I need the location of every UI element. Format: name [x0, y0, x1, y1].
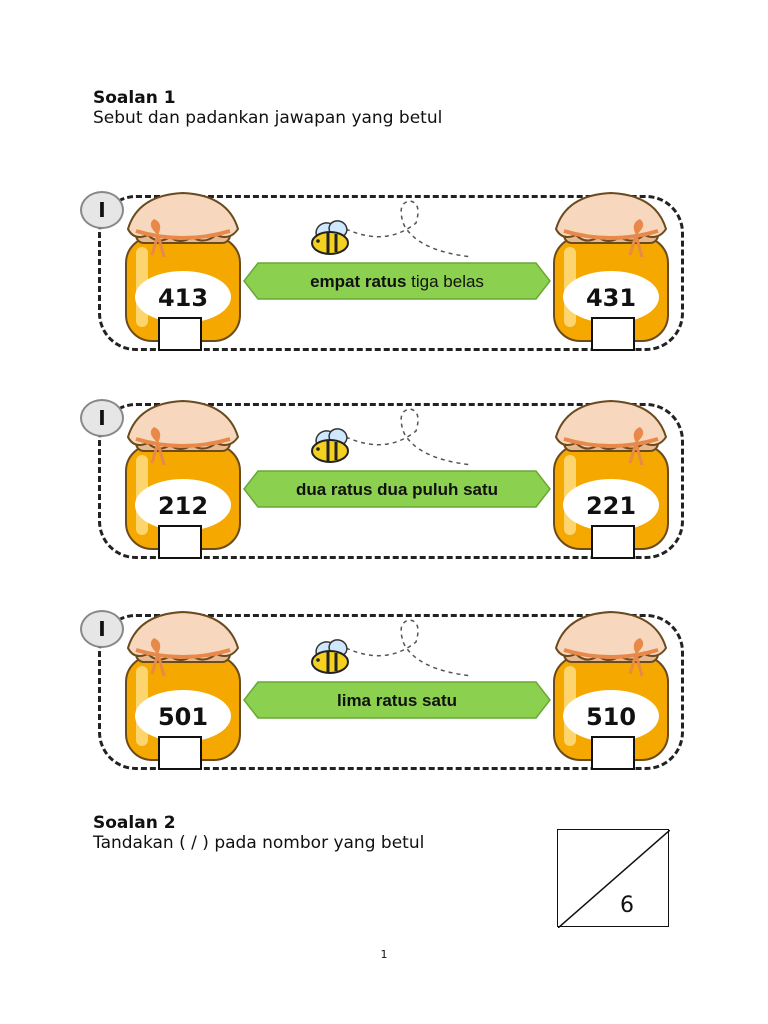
score-divider [558, 830, 670, 928]
right-number: 221 [586, 492, 636, 520]
bee-icon [311, 619, 473, 677]
question2-instruction: Tandakan ( / ) pada nombor yang betul [93, 833, 425, 853]
answer-box-left[interactable] [158, 736, 202, 770]
match-row: I 212 221 [80, 389, 690, 559]
jar-label-left: 413 [135, 271, 231, 323]
question1-instruction: Sebut dan padankan jawapan yang betul [93, 108, 443, 128]
dashed-border [98, 614, 684, 770]
right-number: 510 [586, 703, 636, 731]
row-marker-label: I [98, 406, 106, 430]
match-row: I 413 431 [80, 181, 690, 351]
phrase-bold-text: lima ratus satu [337, 691, 457, 710]
score-box: 6 [557, 829, 670, 928]
phrase-arrow: lima ratus satu [243, 681, 551, 719]
left-number: 501 [158, 703, 208, 731]
jar-label-left: 501 [135, 690, 231, 742]
phrase-arrow: empat ratus tiga belas [243, 262, 551, 300]
jar-label-right: 221 [563, 479, 659, 531]
score-total: 6 [620, 893, 634, 918]
right-number: 431 [586, 284, 636, 312]
answer-box-right[interactable] [591, 525, 635, 559]
answer-box-left[interactable] [158, 317, 202, 351]
answer-box-left[interactable] [158, 525, 202, 559]
bee-icon [311, 200, 473, 258]
row-marker-label: I [98, 617, 106, 641]
answer-box-right[interactable] [591, 736, 635, 770]
page-number: 1 [380, 948, 388, 961]
svg-text:dua ratus dua puluh satu: dua ratus dua puluh satu [296, 480, 498, 499]
svg-text:empat ratus tiga belas: empat ratus tiga belas [310, 272, 484, 291]
phrase-bold-text: empat ratus [310, 272, 406, 291]
left-number: 413 [158, 284, 208, 312]
answer-box-right[interactable] [591, 317, 635, 351]
phrase-bold-text: dua ratus dua puluh satu [296, 480, 498, 499]
row-marker: I [80, 610, 124, 648]
question2-title: Soalan 2 [93, 813, 176, 833]
dashed-border [98, 403, 684, 559]
match-row: I 501 510 [80, 600, 690, 770]
svg-text:lima ratus satu: lima ratus satu [337, 691, 457, 710]
phrase-arrow: dua ratus dua puluh satu [243, 470, 551, 508]
question1-title: Soalan 1 [93, 88, 176, 108]
phrase-rest-text: tiga belas [406, 272, 484, 291]
row-marker: I [80, 399, 124, 437]
jar-label-right: 431 [563, 271, 659, 323]
dashed-border [98, 195, 684, 351]
left-number: 212 [158, 492, 208, 520]
row-marker-label: I [98, 198, 106, 222]
jar-label-right: 510 [563, 690, 659, 742]
row-marker: I [80, 191, 124, 229]
bee-icon [311, 408, 473, 466]
jar-label-left: 212 [135, 479, 231, 531]
